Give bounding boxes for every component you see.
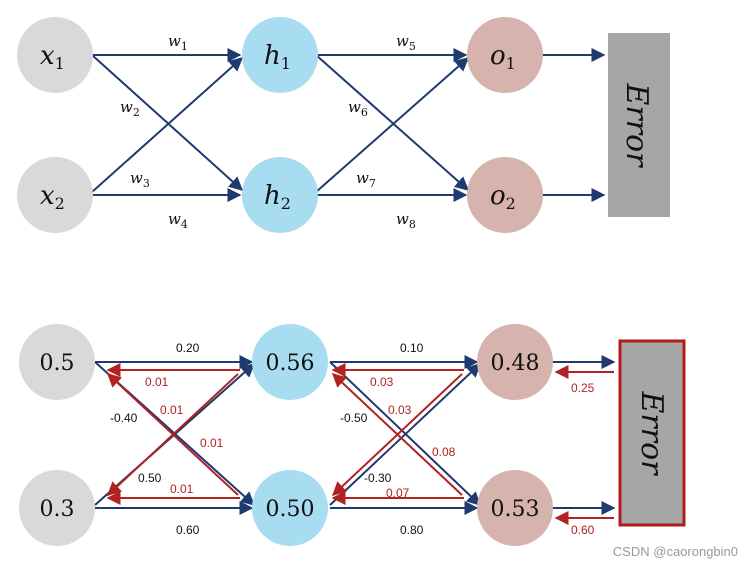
bwd-grad-h2-x2: 0.01 [170,482,194,496]
fwd-weight-x1-h1: 0.20 [176,341,200,355]
top-nodes: x1 x2 h1 h2 o1 o2 [17,17,543,233]
node-h2-value [252,470,328,546]
bottom-error-label: Error [634,391,669,477]
node-o1-value-label: 0.48 [491,351,540,376]
fwd-weight-x2-h1: 0.50 [138,471,162,485]
bottom-nodes: 0.5 0.3 0.56 0.50 0.48 0.53 [19,324,553,546]
top-error-box: Error [608,33,670,217]
node-x1-value [19,324,95,400]
edge-w3 [91,57,244,193]
bwd-grad-h1-x1: 0.01 [145,375,169,389]
node-h1-value [252,324,328,400]
node-x2-value [19,470,95,546]
top-weight-labels: w1 w2 w3 w4 w5 w6 w7 w8 [120,32,416,231]
label-w1: w1 [168,32,188,53]
bottom-forward-labels: 0.20 -0.40 0.50 0.60 0.10 -0.50 -0.30 0.… [110,341,424,537]
fwd-weight-h1-o2: -0.50 [340,411,368,425]
bottom-backward-labels: 0.01 0.01 0.01 0.01 0.03 0.03 0.08 0.07 … [145,375,595,537]
bwd-grad-h2-x1: 0.01 [160,403,184,417]
node-h2-label: h2 [264,181,291,213]
node-h2 [242,157,318,233]
node-x2-label: x2 [40,181,65,213]
bwd-grad-h1-x2: 0.01 [200,436,224,450]
node-o1-label: o1 [490,41,516,73]
node-h1-label: h1 [264,41,291,73]
label-w4: w4 [168,210,188,231]
node-h1-value-label: 0.56 [266,351,315,376]
top-error-label: Error [619,83,654,169]
node-x1 [17,17,93,93]
top-network: w1 w2 w3 w4 w5 w6 w7 w8 x1 x2 h1 h2 o1 o… [17,17,670,233]
bottom-error-rect [618,339,686,527]
bwd-edge-o1-h2 [331,373,463,496]
node-o2-value [477,470,553,546]
bottom-network: 0.20 -0.40 0.50 0.60 0.10 -0.50 -0.30 0.… [19,324,686,546]
fwd-edge-h2-o1 [329,363,482,506]
fwd-weight-h2-o1: -0.30 [364,471,392,485]
bottom-error-box: Error [618,339,686,527]
fwd-weight-h1-o1: 0.10 [400,341,424,355]
fwd-weight-x1-h2: -0.40 [110,411,138,425]
watermark: CSDN @caorongbin0 [613,544,738,559]
node-o2-label: o2 [490,181,516,213]
label-w8: w8 [396,210,416,231]
node-x2-value-label: 0.3 [40,497,75,522]
label-w7: w7 [356,169,376,190]
node-o1-value [477,324,553,400]
edge-w2 [91,54,244,191]
label-w6: w6 [348,98,368,119]
node-h1 [242,17,318,93]
node-x2 [17,157,93,233]
label-w3: w3 [130,169,150,190]
node-x1-value-label: 0.5 [40,351,75,376]
fwd-weight-x2-h2: 0.60 [176,523,200,537]
node-x1-label: x1 [40,41,65,73]
bwd-grad-o1-h2: 0.08 [432,445,456,459]
bwd-grad-o2-h1: 0.03 [388,403,412,417]
edge-w7 [315,57,470,193]
edge-w6 [315,54,470,191]
node-o2 [467,157,543,233]
label-w5: w5 [396,32,416,53]
node-o1 [467,17,543,93]
bwd-edge-h1-x2 [106,373,239,496]
node-o2-value-label: 0.53 [491,497,540,522]
bottom-backward-edges [106,363,614,525]
label-w2: w2 [120,98,140,119]
bwd-grad-error-o2: 0.60 [571,523,595,537]
bwd-grad-o2-h2: 0.07 [386,486,410,500]
top-edges [91,48,606,202]
bwd-grad-o1-h1: 0.03 [370,375,394,389]
fwd-weight-h2-o2: 0.80 [400,523,424,537]
node-h2-value-label: 0.50 [266,497,315,522]
bwd-grad-error-o1: 0.25 [571,381,595,395]
top-error-rect [608,33,670,217]
